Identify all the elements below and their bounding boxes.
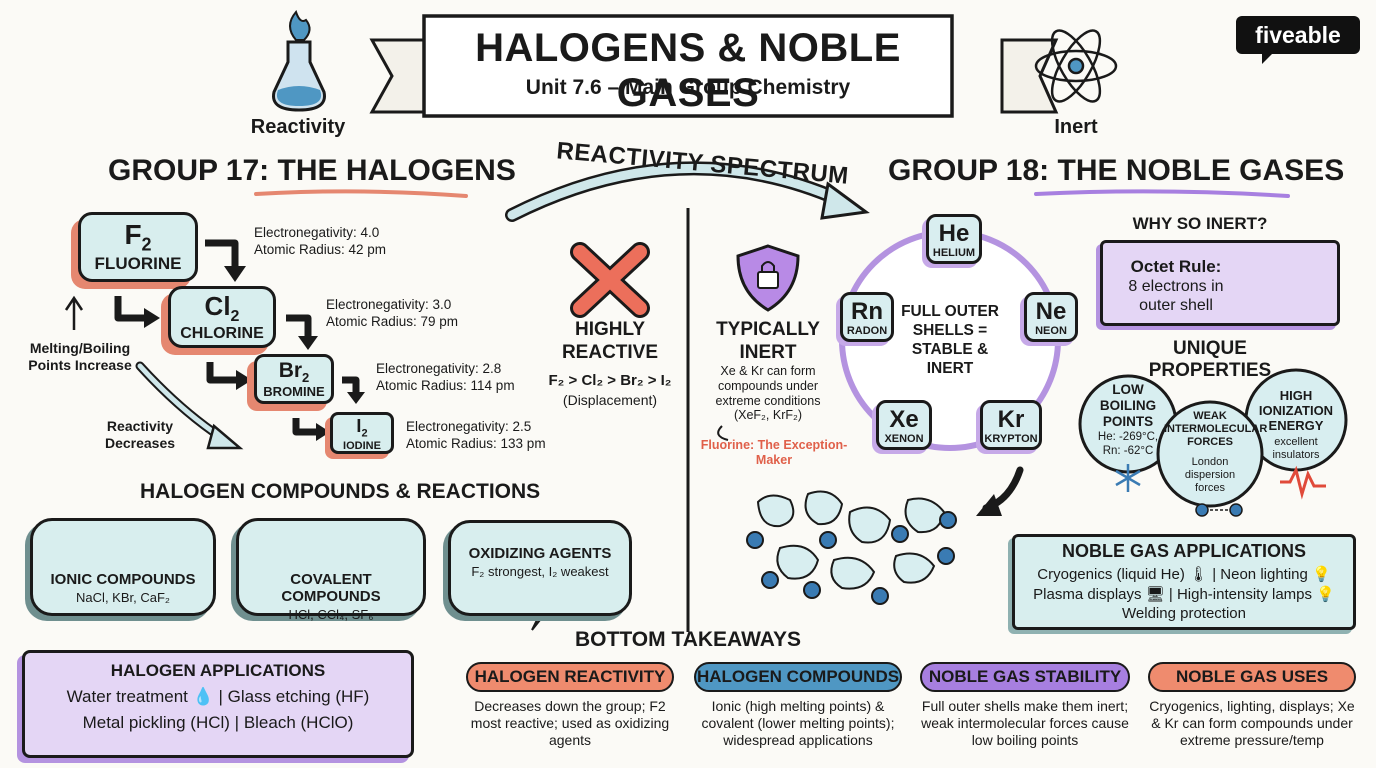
weak-forces-desc: London dispersion forces (1184, 456, 1236, 494)
noble-heading: GROUP 18: THE NOBLE GASES (888, 154, 1345, 187)
compounds-heading: HALOGEN COMPOUNDS & REACTIONS (140, 480, 541, 503)
ionization-desc: excellent insulators (1272, 436, 1320, 461)
ionic-compounds-card: IONIC COMPOUNDS NaCl, KBr, CaF₂ (30, 518, 216, 616)
why-inert-heading: WHY SO INERT? (1132, 214, 1268, 233)
neon-card: Ne NEON (1024, 292, 1078, 342)
bromine-properties: Electronegativity: 2.8 Atomic Radius: 11… (376, 361, 515, 393)
chlorine-card: Cl2 CHLORINE (168, 286, 276, 348)
takeaway-text-noble-stability: Full outer shells make them inert; weak … (921, 698, 1129, 748)
fluorine-exception-note: Fluorine: The Exception-Maker (700, 438, 848, 467)
dispersion-dots-icon (1195, 503, 1243, 517)
takeaway-text-halogen-reactivity: Decreases down the group; F2 most reacti… (470, 698, 670, 748)
bromine-card: Br2 BROMINE (254, 354, 334, 404)
covalent-compounds-card: COVALENT COMPOUNDS HCl, CCl₄, SF₆ (236, 518, 426, 622)
inert-examples: (XeF₂, KrF₂) (733, 408, 803, 422)
logo-tail (1262, 52, 1274, 64)
fluorine-properties: Electronegativity: 4.0 Atomic Radius: 42… (254, 225, 387, 257)
krypton-card: Kr KRYPTON (980, 400, 1042, 450)
energy-pulse-icon (1280, 465, 1326, 500)
oxidizing-agents-card: OXIDIZING AGENTS F₂ strongest, I₂ weakes… (448, 520, 632, 616)
weak-forces-title: WEAK INTERMOLECULAR FORCES (1164, 410, 1268, 448)
snowflake-icon (1115, 464, 1141, 492)
reactivity-trend-label: Reactivity Decreases (104, 418, 176, 451)
takeaway-pill-noble-uses: NOBLE GAS USES (1148, 662, 1356, 692)
inert-icon-label: Inert (1054, 116, 1098, 138)
takeaway-pill-halogen-reactivity: HALOGEN REACTIVITY (466, 662, 674, 692)
highly-reactive-label: HIGHLY REACTIVE (561, 319, 659, 363)
inert-description: Xe & Kr can form compounds under extreme… (715, 364, 821, 408)
reactivity-order: F₂ > Cl₂ > Br₂ > I₂ (548, 372, 672, 389)
atom-icon (1034, 29, 1118, 103)
radon-card: Rn RADON (840, 292, 894, 342)
xenon-card: Xe XENON (876, 400, 932, 450)
unique-properties-heading: UNIQUE PROPERTIES (1148, 338, 1272, 381)
shield-lock-icon (736, 244, 800, 312)
title-banner (369, 14, 1059, 118)
noble-applications-card: NOBLE GAS APPLICATIONS Cryogenics (liqui… (1012, 534, 1356, 630)
gas-molecules-icon (746, 490, 957, 605)
takeaway-text-halogen-compounds: Ionic (high melting points) & covalent (… (701, 698, 895, 748)
helium-card: He HELIUM (926, 214, 982, 264)
typically-inert-label: TYPICALLY INERT (716, 319, 820, 363)
halogen-applications-card: HALOGEN APPLICATIONS Water treatment 💧 |… (22, 650, 414, 758)
ionization-title: HIGH IONIZATION ENERGY (1258, 388, 1334, 433)
cascade-arrows (114, 239, 360, 436)
chlorine-properties: Electronegativity: 3.0 Atomic Radius: 79… (326, 297, 459, 329)
halogens-heading: GROUP 17: THE HALOGENS (108, 154, 516, 187)
highly-reactive-x-icon (570, 242, 650, 318)
full-shells-label: FULL OUTER SHELLS = STABLE & INERT (901, 303, 999, 377)
takeaway-text-noble-uses: Cryogenics, lighting, displays; Xe & Kr … (1149, 698, 1355, 748)
low-boiling-title: LOW BOILING POINTS (1099, 382, 1157, 429)
octet-rule-card: Octet Rule: 8 electrons in outer shell (1100, 240, 1340, 326)
fiveable-logo: fiveable (1236, 16, 1360, 54)
takeaway-pill-halogen-compounds: HALOGEN COMPOUNDS (694, 662, 902, 692)
iodine-properties: Electronegativity: 2.5 Atomic Radius: 13… (406, 419, 546, 451)
low-boiling-desc: He: -269°C, Rn: -62°C (1097, 431, 1159, 457)
spectrum-arrow (505, 161, 870, 222)
takeaways-heading: BOTTOM TAKEAWAYS (575, 628, 801, 651)
reactivity-icon-label: Reactivity (250, 116, 346, 138)
fluorine-card: F2 FLUORINE (78, 212, 198, 282)
page-subtitle: Unit 7.6 – Main Group Chemistry (525, 76, 851, 99)
flask-icon (272, 10, 326, 112)
takeaway-pill-noble-stability: NOBLE GAS STABILITY (920, 662, 1130, 692)
page-title: HALOGENS & NOBLE GASES (475, 26, 901, 115)
iodine-card: I2 IODINE (330, 412, 394, 454)
melting-trend-label: Melting/Boiling Points Increase (28, 340, 132, 373)
displacement-label: (Displacement) (562, 392, 658, 408)
